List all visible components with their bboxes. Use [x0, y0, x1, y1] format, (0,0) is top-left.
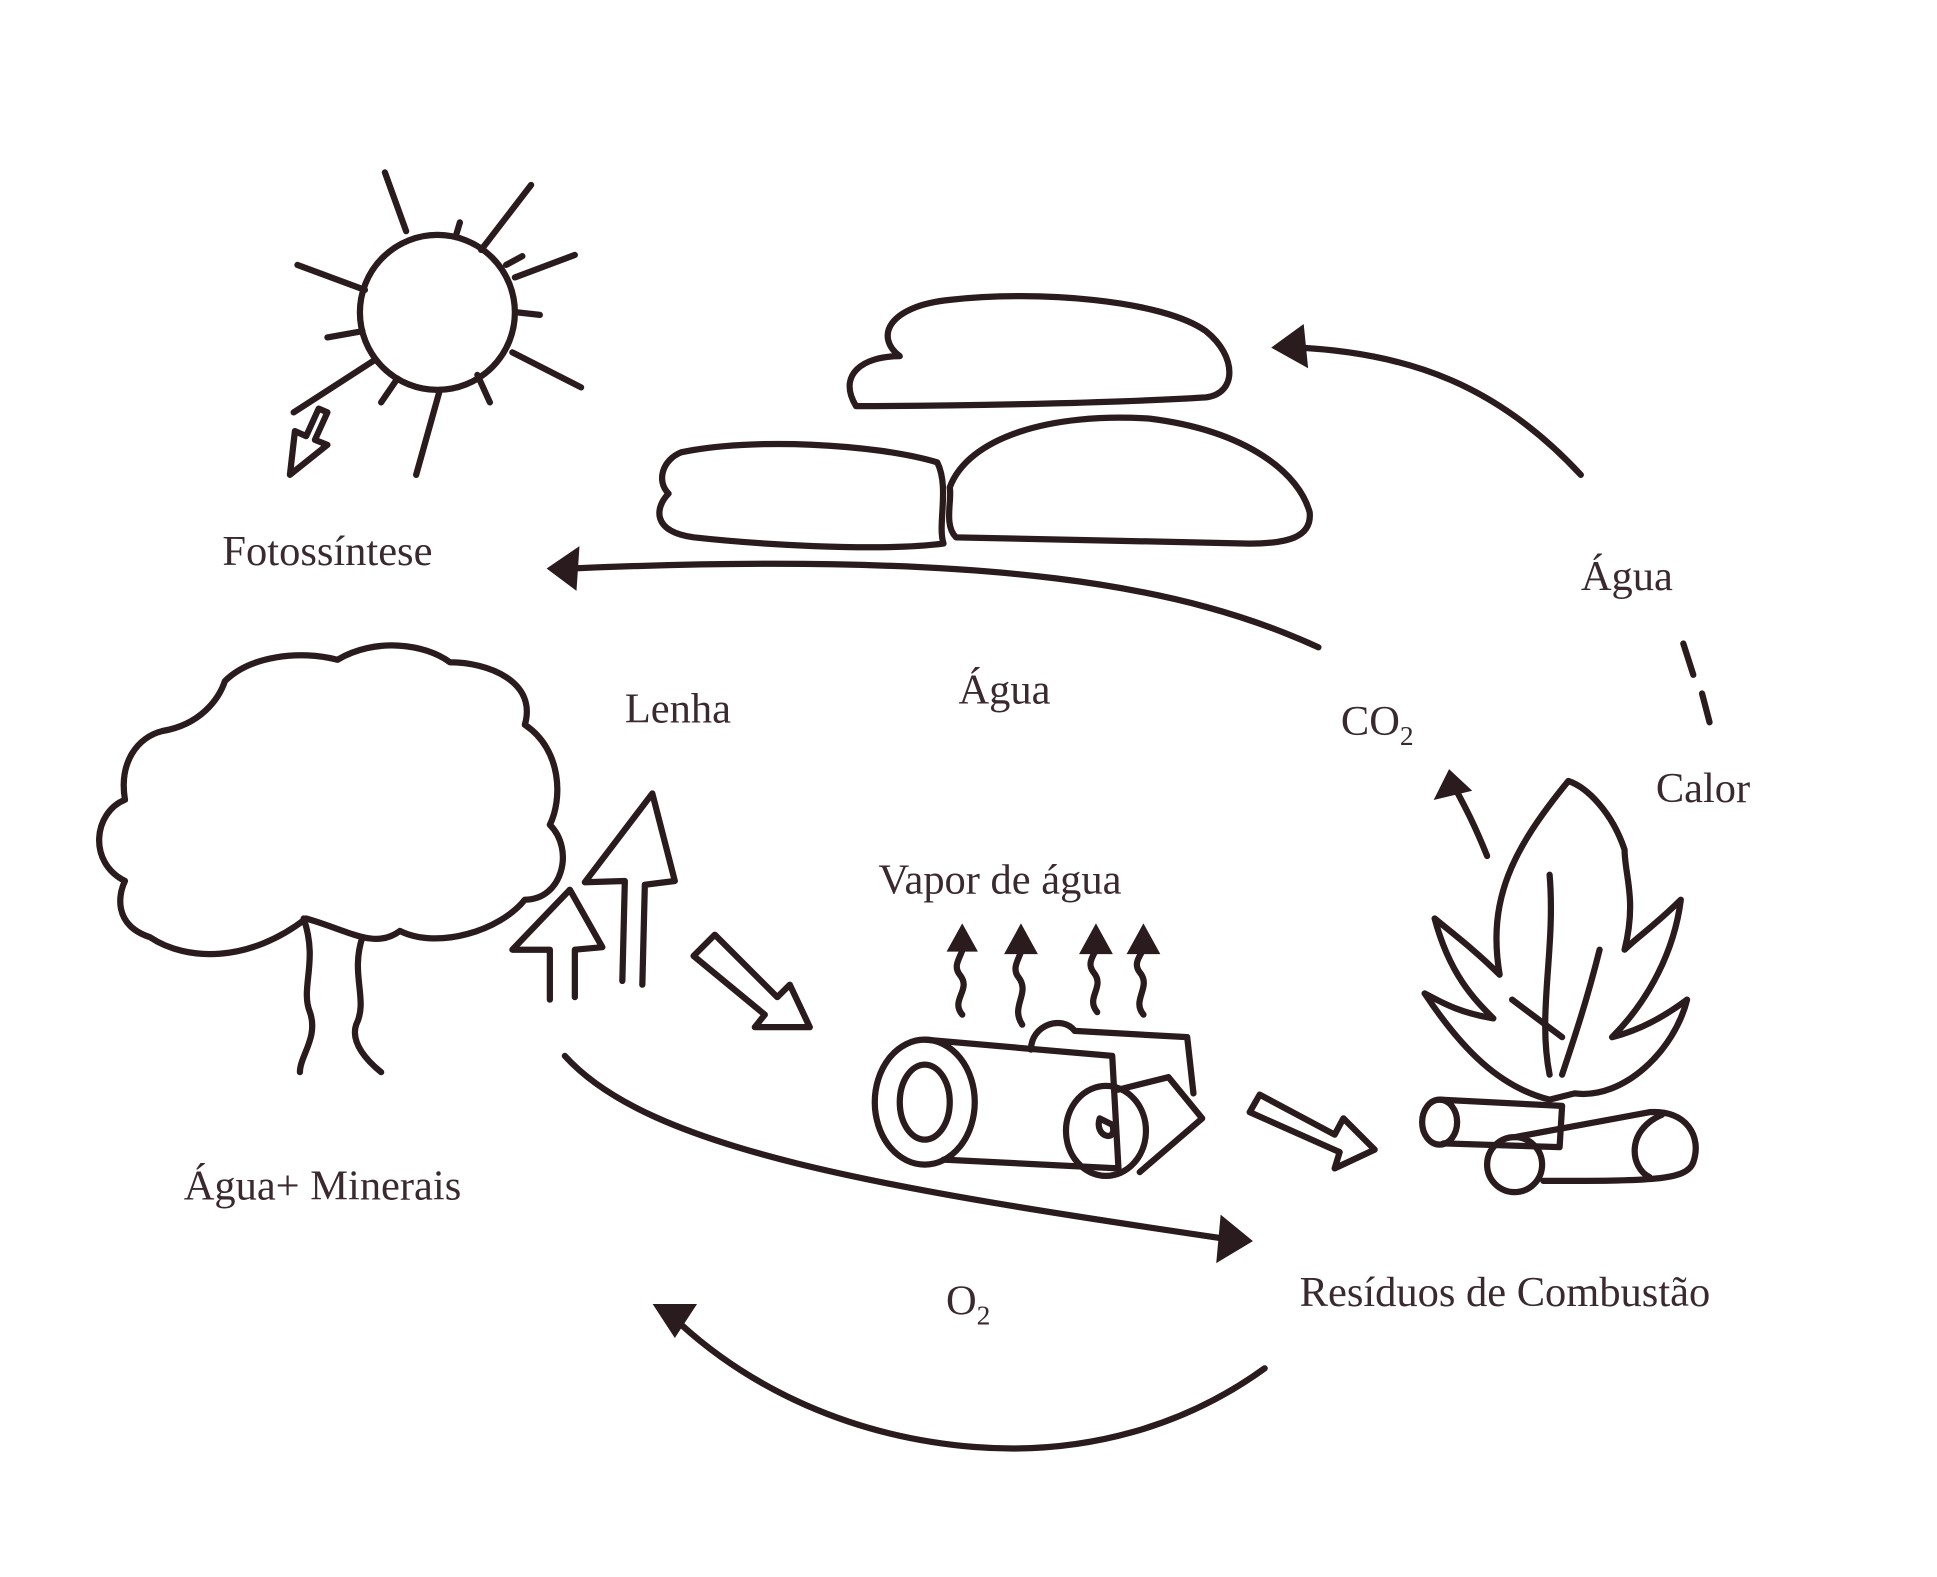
label-water-center: Água	[959, 667, 1051, 714]
co2-to-photosynthesis-arrow	[565, 560, 1322, 651]
sun-icon	[290, 169, 585, 478]
logs-to-fire-hollow-arrow-icon	[1246, 1091, 1378, 1172]
logs-icon	[871, 1019, 1206, 1180]
tree-to-residues-arrow	[561, 1052, 1235, 1243]
label-o2-base: O	[946, 1278, 977, 1325]
label-photosynthesis: Fotossíntese	[222, 528, 432, 575]
fire-icon	[1419, 777, 1699, 1196]
water-to-clouds-arrow	[1290, 344, 1584, 478]
o2-return-arrow	[677, 1321, 1268, 1452]
label-co2: CO2	[1341, 698, 1414, 751]
label-co2-base: CO	[1341, 698, 1400, 745]
label-water-right: Água	[1581, 553, 1673, 600]
steam-arrows-icon	[946, 923, 1161, 1028]
diagonal-hollow-arrow-icon	[690, 931, 813, 1031]
heat-dashed-line	[1680, 640, 1713, 726]
tree-icon	[96, 642, 566, 1076]
label-firewood: Lenha	[625, 685, 731, 732]
firewood-up-arrow-small-icon	[509, 886, 606, 1003]
label-o2: O2	[946, 1278, 990, 1331]
label-o2-subscript: 2	[977, 1301, 991, 1331]
co2-arrow	[1452, 786, 1491, 860]
sun-down-arrow-icon	[286, 405, 331, 478]
clouds-icon	[656, 293, 1313, 551]
label-water-vapor: Vapor de água	[879, 856, 1122, 903]
label-co2-subscript: 2	[1400, 721, 1414, 751]
label-water-minerals: Água+ Minerais	[184, 1163, 462, 1210]
firewood-up-arrow-large-icon	[581, 790, 678, 988]
label-heat: Calor	[1656, 765, 1750, 812]
label-combustion-residues: Resíduos de Combustão	[1300, 1269, 1711, 1316]
